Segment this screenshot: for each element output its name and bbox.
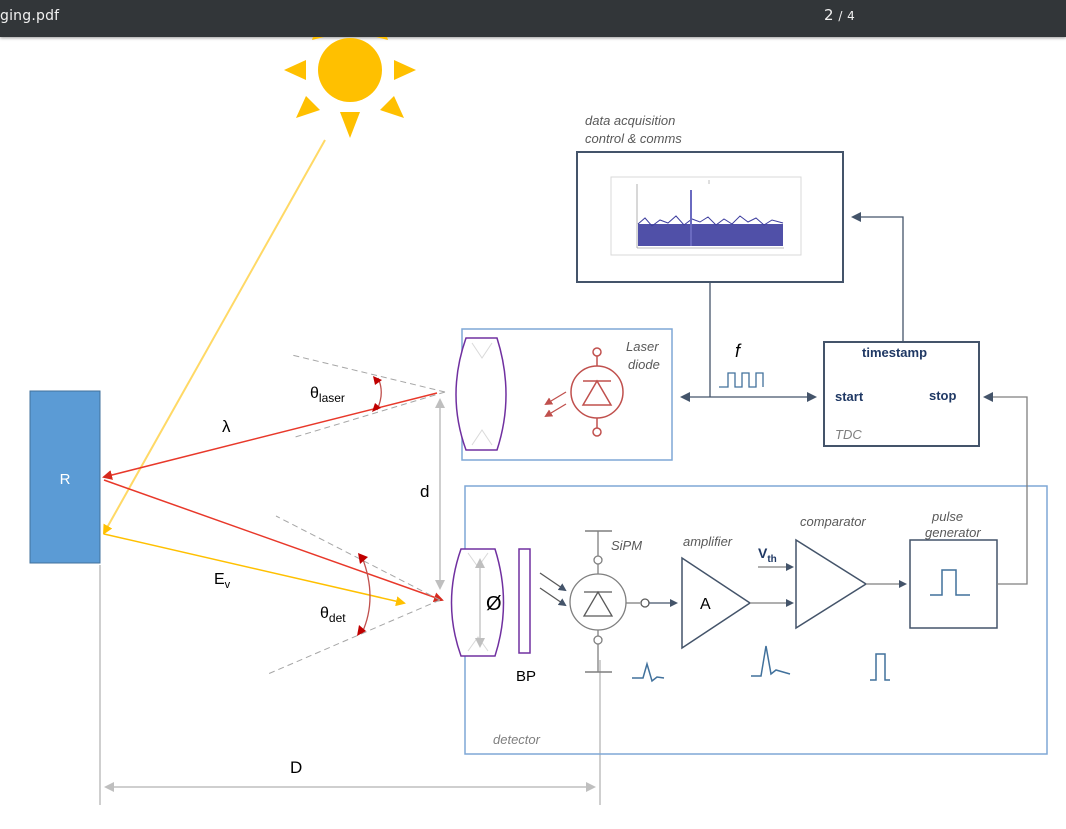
- tdc-timestamp-label: timestamp: [862, 345, 927, 360]
- vth-label: Vth: [758, 545, 777, 565]
- frequency-label: f: [735, 341, 742, 361]
- tdc-box: [823, 341, 980, 447]
- laser-beam: [102, 392, 438, 480]
- pdf-toolbar: ging.pdf 2 / 4: [0, 0, 1066, 37]
- total-pages: 4: [847, 9, 855, 23]
- pulse-generator-box: [909, 539, 998, 629]
- comparator-icon: [795, 538, 868, 630]
- amplifier-label: amplifier: [683, 534, 733, 549]
- laser-diode-label-2: diode: [628, 357, 660, 372]
- pulse-to-tdc-stop-arrow: [983, 392, 1028, 585]
- return-beam: [103, 479, 444, 603]
- digital-pulse-waveform: [870, 653, 890, 681]
- bandpass-filter: [518, 548, 531, 654]
- distance-D-label: D: [290, 758, 302, 777]
- ambient-ray: [103, 533, 406, 607]
- pdf-page: R θlaser θdet λ Ev d D Laser diode: [0, 22, 1066, 824]
- laser-diode-icon: [544, 347, 624, 437]
- detector-cone-top: [275, 515, 441, 601]
- current-page-number[interactable]: 2: [824, 6, 834, 24]
- daq-label-2: control & comms: [585, 131, 682, 146]
- distance-d-label: d: [420, 482, 429, 501]
- laser-cone-bottom: [291, 391, 446, 439]
- laser-lens-icon: [455, 337, 507, 451]
- sun-icon: [284, 22, 416, 138]
- amplifier-symbol: A: [700, 596, 711, 613]
- pulse-generator-label-2: generator: [925, 525, 981, 540]
- sipm-icon: [539, 530, 650, 673]
- tdc-stop-label: stop: [929, 388, 957, 403]
- sipm-label: SiPM: [611, 538, 642, 553]
- lambda-label: λ: [222, 417, 231, 436]
- theta-det-arc: [361, 556, 371, 634]
- pulse-train-icon: [719, 372, 764, 388]
- amplified-signal-waveform: [751, 645, 791, 677]
- detector-label: detector: [493, 732, 541, 747]
- tdc-label: TDC: [835, 427, 862, 442]
- daq-label-1: data acquisition: [585, 113, 675, 128]
- amplifier-icon: [681, 556, 752, 650]
- lidar-diagram: R θlaser θdet λ Ev d D Laser diode: [29, 22, 1048, 805]
- comparator-label: comparator: [800, 514, 866, 529]
- ev-label: Ev: [214, 571, 231, 591]
- theta-laser-label: θlaser: [310, 385, 345, 405]
- pulse-generator-label-1: pulse: [931, 509, 963, 524]
- theta-det-label: θdet: [320, 605, 346, 625]
- tdc-to-daq-arrow: [851, 212, 904, 342]
- pulse-icon: [930, 569, 970, 596]
- aperture-label: Ø: [486, 593, 502, 615]
- laser-cone-top: [291, 354, 446, 393]
- histogram-thumbnail: [610, 176, 802, 256]
- detector-cone-bottom: [267, 599, 441, 675]
- reflector-target: [29, 390, 101, 564]
- reflector-label: R: [60, 471, 71, 488]
- page-indicator[interactable]: 2 / 4: [824, 6, 855, 24]
- laser-diode-label-1: Laser: [626, 339, 659, 354]
- sipm-signal-waveform: [632, 661, 665, 683]
- sun-ray: [103, 139, 326, 535]
- document-title: ging.pdf: [0, 8, 60, 24]
- page-separator: /: [838, 9, 843, 23]
- tdc-start-label: start: [835, 389, 864, 404]
- bandpass-label: BP: [516, 668, 536, 685]
